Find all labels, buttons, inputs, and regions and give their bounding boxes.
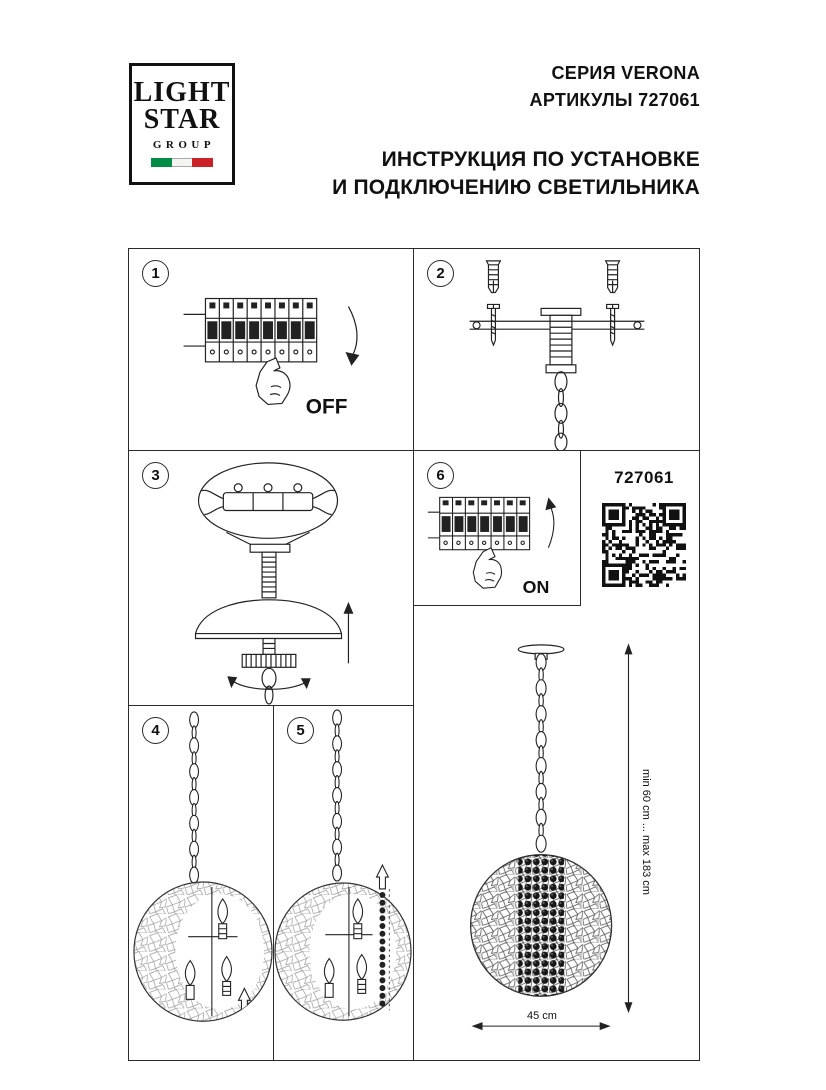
step-5-panel: 5 bbox=[273, 705, 414, 1061]
instruction-title-line1: ИНСТРУКЦИЯ ПО УСТАНОВКЕ bbox=[381, 148, 700, 171]
instruction-title: ИНСТРУКЦИЯ ПО УСТАНОВКЕ И ПОДКЛЮЧЕНИЮ СВ… bbox=[300, 146, 700, 201]
horizontal-dimension-label: 45 cm bbox=[527, 1010, 557, 1022]
logo-text-group: GROUP bbox=[152, 139, 216, 151]
circuit-breaker-icon bbox=[204, 297, 318, 363]
power-off-illustration: OFF bbox=[183, 297, 360, 418]
crystal-bead-strand-icon bbox=[375, 863, 390, 1011]
crystal-strand-illustration bbox=[274, 709, 412, 1021]
terminal-block-icon bbox=[201, 483, 335, 516]
din-rail-lines bbox=[427, 511, 440, 539]
wall-plug-icon bbox=[604, 260, 621, 294]
mounting-hardware-illustration bbox=[469, 260, 645, 450]
decorative-nut-icon bbox=[241, 637, 297, 668]
step-number-6: 6 bbox=[427, 462, 454, 489]
arrow-up-icon bbox=[545, 497, 557, 548]
terminal-callout-ellipse bbox=[197, 462, 339, 539]
on-label: ON bbox=[523, 577, 550, 597]
flag-green-stripe bbox=[151, 158, 172, 167]
arrow-up-icon bbox=[343, 601, 354, 664]
series-title: СЕРИЯ VERONA bbox=[551, 63, 700, 83]
logo-text-star: STAR bbox=[143, 104, 221, 135]
chain-icon bbox=[332, 709, 343, 882]
horizontal-dimension-line bbox=[471, 1022, 611, 1031]
step-2-panel: 2 bbox=[413, 248, 700, 451]
flag-red-stripe bbox=[192, 158, 214, 167]
bulb-install-illustration bbox=[133, 711, 273, 1022]
step-number-5: 5 bbox=[287, 717, 314, 744]
step-number-1: 1 bbox=[142, 260, 169, 287]
screw-icon bbox=[486, 303, 500, 347]
candle-bulbs-icon bbox=[323, 886, 373, 1017]
step-4-panel: 4 bbox=[128, 705, 274, 1061]
threaded-rod-icon bbox=[249, 543, 291, 599]
step-number-3: 3 bbox=[142, 462, 169, 489]
flag-white-stripe bbox=[171, 158, 193, 167]
chandelier-dimension-illustration bbox=[469, 643, 633, 1031]
step-number-4: 4 bbox=[142, 717, 169, 744]
circuit-breaker-icon bbox=[439, 496, 531, 551]
hand-pointing-icon bbox=[255, 357, 291, 406]
wall-plug-icon bbox=[485, 260, 502, 294]
vertical-dimension-line bbox=[624, 643, 633, 1014]
hand-pointing-icon bbox=[472, 547, 503, 589]
chain-icon bbox=[554, 371, 568, 450]
ceiling-cup-icon bbox=[540, 307, 582, 374]
hanging-loop-icon bbox=[261, 667, 277, 705]
lightstar-logo: LIGHT STAR GROUP bbox=[129, 63, 235, 185]
header: СЕРИЯ VERONA АРТИКУЛЫ 727061 ИНСТРУКЦИЯ … bbox=[300, 60, 700, 201]
ceiling-canopy-icon bbox=[194, 599, 343, 640]
step-1-panel: 1 bbox=[128, 248, 414, 451]
wiring-canopy-illustration bbox=[194, 462, 354, 705]
din-rail-lines bbox=[183, 313, 206, 347]
articles-line: АРТИКУЛЫ 727061 bbox=[529, 90, 700, 110]
off-label: OFF bbox=[306, 395, 348, 418]
power-on-illustration: ON bbox=[427, 496, 557, 597]
crystal-ball-icon bbox=[469, 854, 613, 997]
arrow-up-icon bbox=[375, 863, 390, 890]
chain-icon bbox=[189, 711, 200, 884]
arrow-down-icon bbox=[345, 306, 360, 366]
step-3-panel: 3 bbox=[128, 450, 414, 706]
qr-code bbox=[602, 503, 686, 587]
instruction-title-line2: И ПОДКЛЮЧЕНИЮ СВЕТИЛЬНИКА bbox=[332, 175, 700, 199]
step-6-panel: 6 bbox=[413, 450, 581, 606]
italian-flag-icon bbox=[151, 158, 214, 167]
logo-text-light: LIGHT bbox=[133, 77, 231, 108]
screw-icon bbox=[606, 303, 620, 347]
article-number: 727061 bbox=[614, 468, 674, 487]
chain-icon bbox=[535, 653, 547, 853]
candle-bulbs-icon bbox=[184, 886, 238, 1017]
vertical-dimension-label: min 60 cm ... max 183 cm bbox=[640, 769, 652, 895]
rotate-arrow-icon bbox=[227, 676, 311, 690]
step-number-2: 2 bbox=[427, 260, 454, 287]
